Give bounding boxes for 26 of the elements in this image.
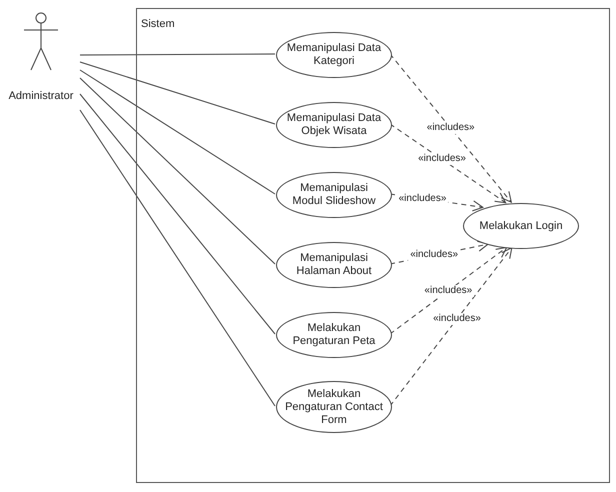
association-line xyxy=(80,62,276,124)
association-line xyxy=(80,54,276,56)
use-case-label: Melakukan Pengaturan Contact Form xyxy=(285,388,383,426)
use-case-label: Memanipulasi Modul Slideshow xyxy=(291,182,377,208)
association-line xyxy=(80,70,276,194)
edge-label: «includes» xyxy=(408,249,460,262)
use-case-label: Memanipulasi Data Objek Wisata xyxy=(286,112,382,138)
actor-label: Administrator xyxy=(8,89,74,104)
edge-label: «includes» xyxy=(422,284,474,297)
dashed-arrow xyxy=(390,247,512,406)
edge-label: «includes» xyxy=(416,153,468,166)
association-line xyxy=(80,78,276,264)
use-case-label: Melakukan Pengaturan Peta xyxy=(292,322,376,348)
edge-label: «includes» xyxy=(396,192,448,205)
dashed-arrow xyxy=(390,124,506,204)
use-case-label: Melakukan Login xyxy=(479,220,563,232)
dashed-arrow xyxy=(390,54,512,203)
system-boundary xyxy=(136,8,610,483)
use-case-label: Memanipulasi Data Kategori xyxy=(286,42,382,68)
edge-label: «includes» xyxy=(431,312,483,325)
dashed-arrow xyxy=(390,246,508,334)
association-line xyxy=(80,94,276,334)
edge-label: «includes» xyxy=(424,122,477,134)
use-case-label: Memanipulasi Halaman About xyxy=(295,252,373,278)
association-line xyxy=(80,110,276,406)
system-label: Sistem xyxy=(141,18,175,30)
